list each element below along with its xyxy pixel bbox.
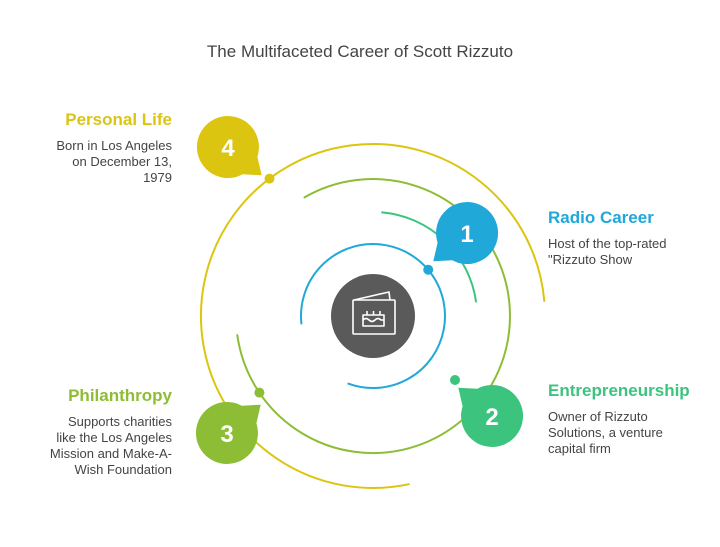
center-circle (331, 274, 415, 358)
ring-dot-philanthropy (254, 387, 265, 398)
ring-arc-personal (199, 143, 546, 489)
bubble-1: 1 (433, 202, 499, 265)
bubble-3-shape (195, 401, 261, 464)
bubble-4-shape (196, 116, 262, 179)
diagram-title: The Multifaceted Career of Scott Rizzuto (206, 42, 514, 61)
description-line: Supports charities (67, 414, 172, 429)
description-line: on December 13, (72, 154, 172, 169)
bubble-2-number: 2 (485, 404, 498, 431)
label-title: Radio Career (548, 208, 654, 227)
birthday-card-icon (352, 291, 396, 335)
bubble-4: 4 (196, 116, 262, 179)
description-line: Owner of Rizzuto (548, 409, 648, 424)
center-icon (331, 274, 415, 358)
bubble-3-number: 3 (220, 421, 233, 448)
label-title: Philanthropy (68, 386, 172, 405)
bubble-3: 3 (195, 401, 261, 464)
label-entrepreneurship: Entrepreneurship Owner of Rizzuto Soluti… (548, 381, 718, 457)
description-line: Wish Foundation (74, 462, 172, 477)
description-line: Solutions, a venture (548, 425, 663, 440)
description-line: Born in Los Angeles (56, 138, 172, 153)
description-line: capital firm (548, 441, 611, 456)
description-line: Mission and Make-A- (49, 446, 172, 461)
label-description: Supports charities like the Los Angeles … (10, 414, 172, 478)
bubble-2-shape (458, 384, 524, 447)
ring-dot-entrepreneurship (450, 375, 460, 385)
label-description: Host of the top-rated "Rizzuto Show (548, 236, 718, 268)
label-personal-life: Personal Life Born in Los Angeles on Dec… (10, 110, 172, 186)
label-radio-career: Radio Career Host of the top-rated "Rizz… (548, 208, 718, 268)
label-title: Entrepreneurship (548, 381, 690, 400)
ring-arc-philanthropy (236, 178, 511, 455)
label-description: Owner of Rizzuto Solutions, a venture ca… (548, 409, 718, 457)
bubble-2: 2 (458, 384, 524, 447)
description-line: like the Los Angeles (56, 430, 172, 445)
bubble-1-shape (433, 202, 499, 265)
label-philanthropy: Philanthropy Supports charities like the… (10, 386, 172, 478)
description-line: "Rizzuto Show (548, 252, 633, 267)
ring-dot-radio (423, 264, 434, 275)
bubble-4-number: 4 (221, 135, 235, 162)
label-title: Personal Life (65, 110, 172, 129)
ring-dot-personal (264, 173, 275, 184)
label-description: Born in Los Angeles on December 13, 1979 (10, 138, 172, 186)
description-line: 1979 (143, 170, 172, 185)
bubble-1-number: 1 (460, 221, 473, 248)
description-line: Host of the top-rated (548, 236, 667, 251)
